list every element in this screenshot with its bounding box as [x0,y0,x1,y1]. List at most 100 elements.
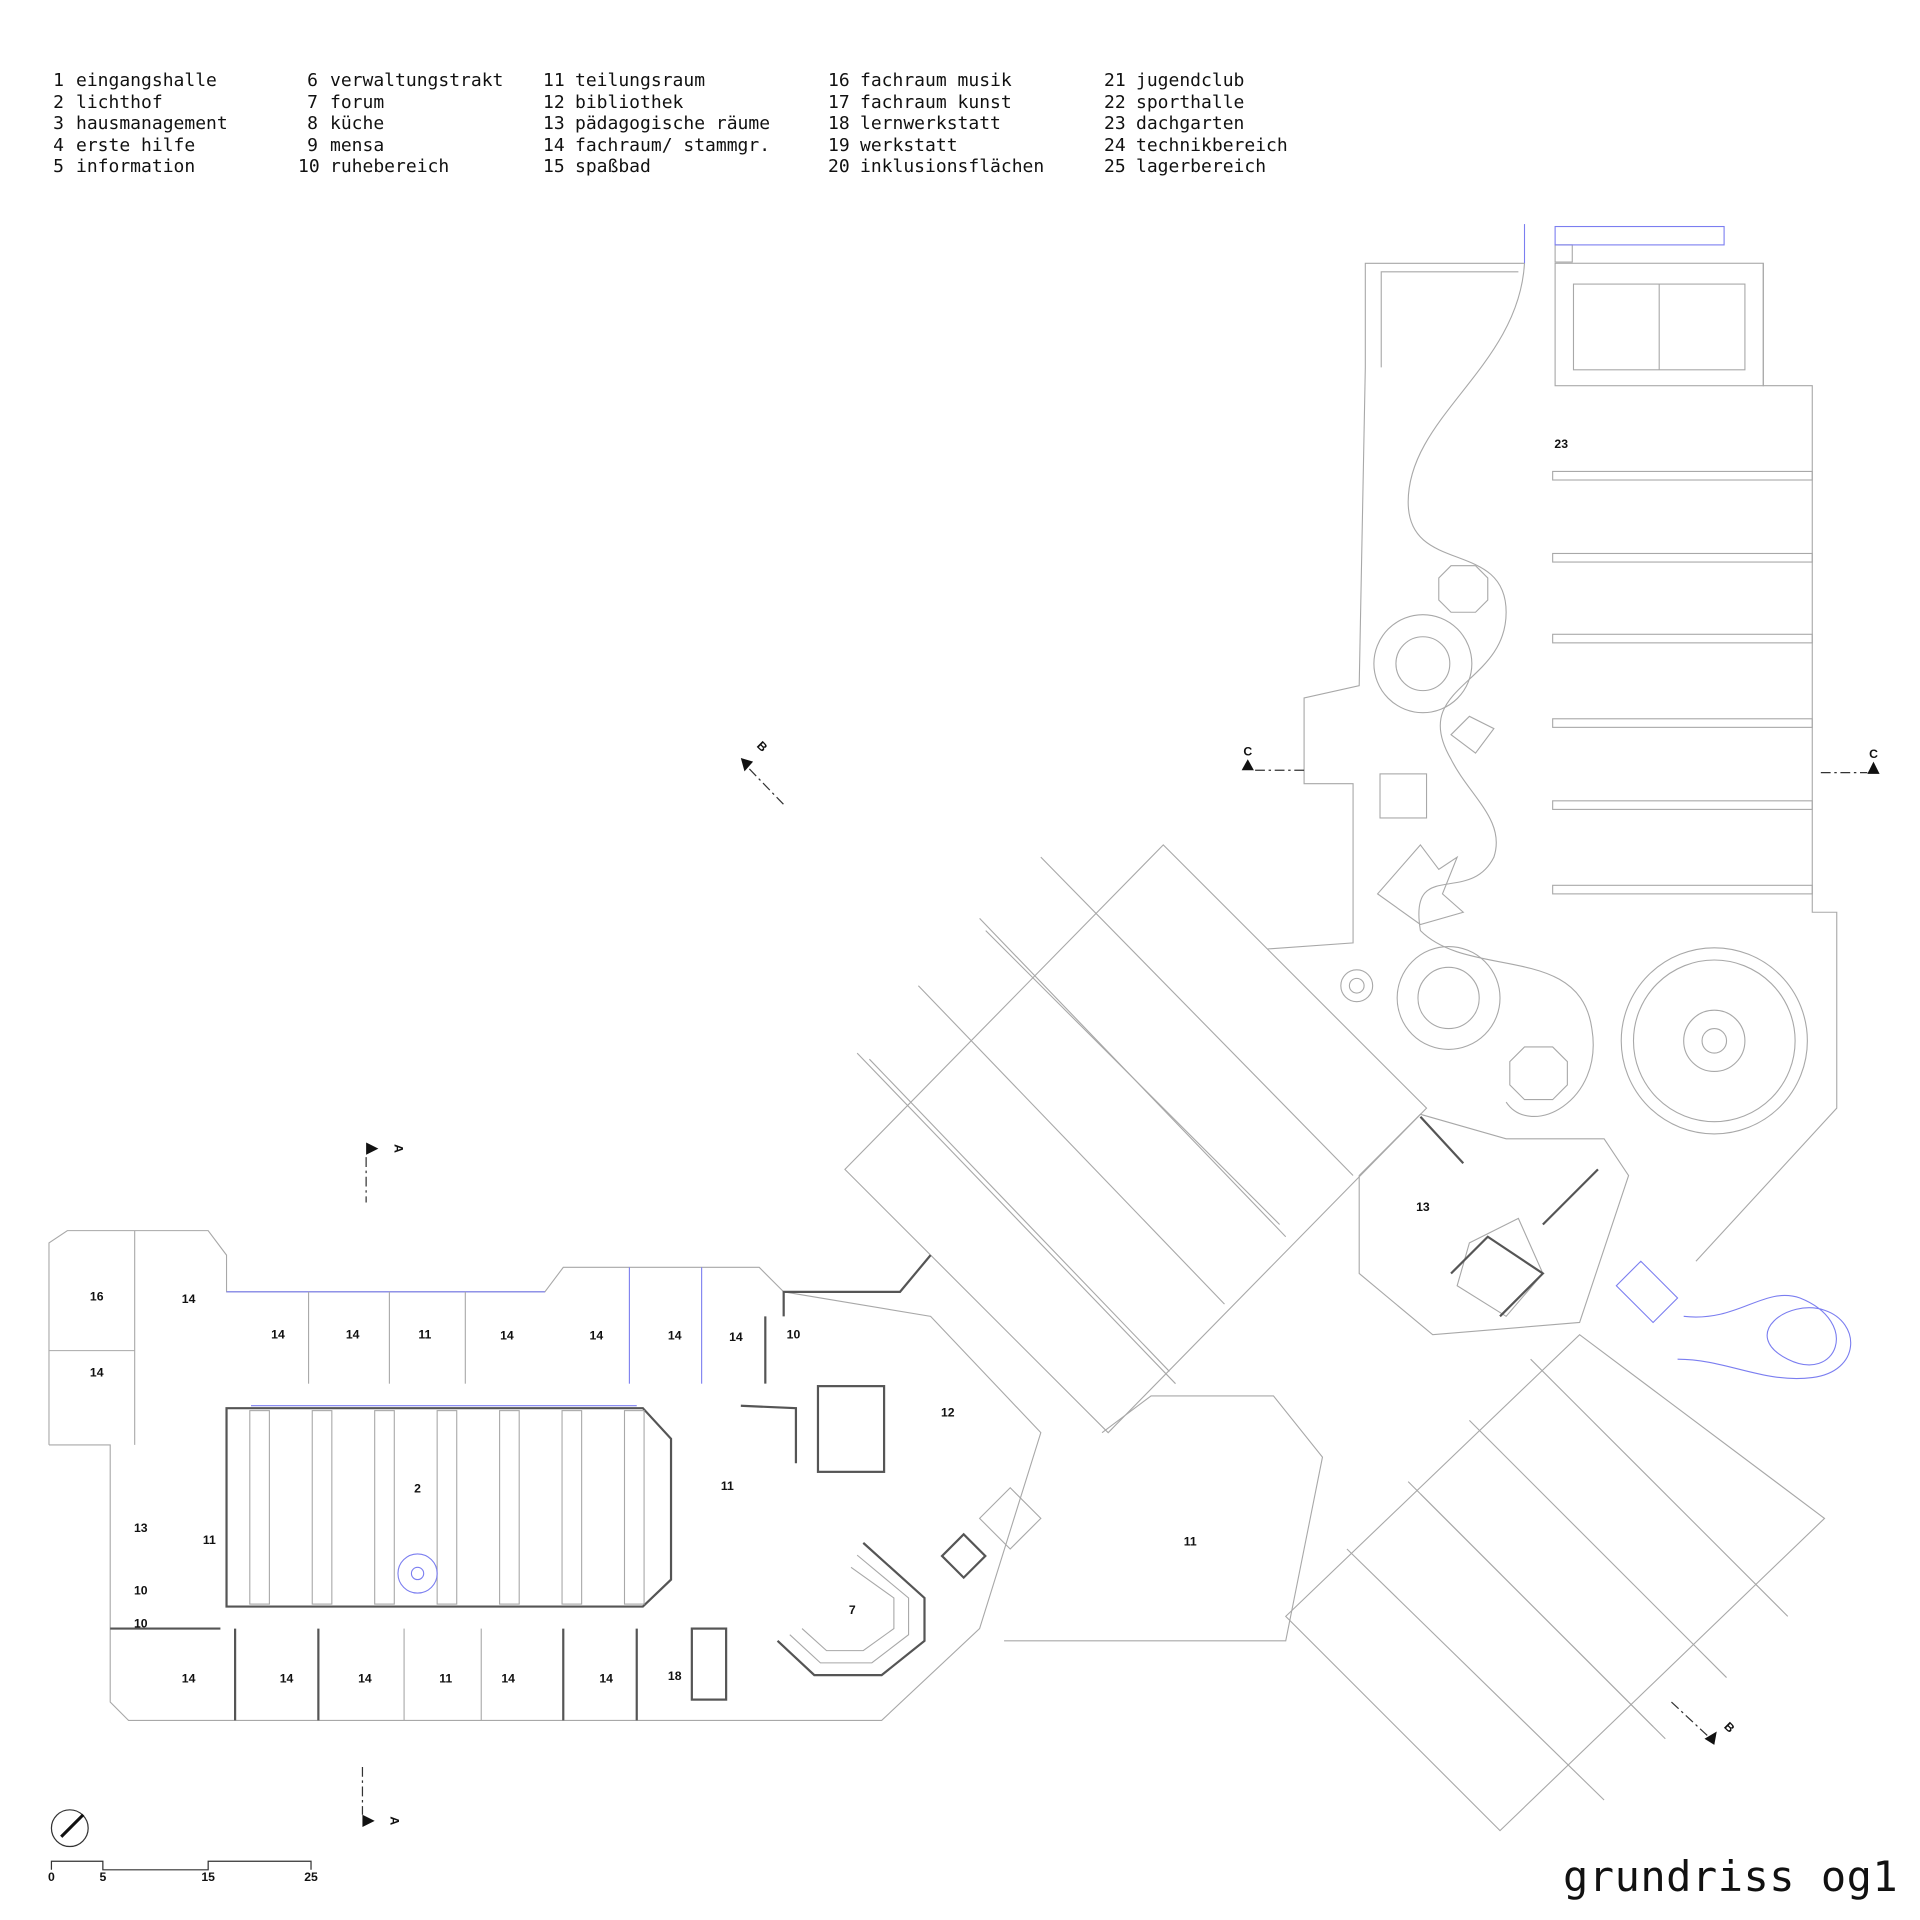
room-label: 14 [668,1329,682,1343]
legend-label: erste hilfe [76,134,196,156]
legend-label: teilungsraum [575,70,706,91]
svg-text:B: B [1721,1719,1737,1735]
svg-text:5: 5 [99,1870,106,1884]
svg-text:A: A [388,1816,402,1825]
stair-core [940,1486,1042,1580]
svg-text:15: 15 [201,1870,215,1884]
legend-label: lichthof [76,91,163,113]
room-label: 10 [134,1583,148,1597]
legend-label: fachraum/ stammgr. [575,134,771,156]
legend-label: pädagogische räume [575,113,771,135]
room-label: 16 [90,1289,104,1303]
section-markers: A A B B C C [361,738,1880,1827]
legend-label: inklusionsflächen [860,156,1045,178]
room-label: 14 [182,1671,196,1685]
room-label: 14 [358,1671,372,1685]
svg-text:C: C [1869,747,1878,761]
legend-label: eingangshalle [76,70,217,91]
room-label: 23 [1554,437,1568,451]
legend-label: mensa [330,134,385,156]
room-label: 14 [501,1671,515,1685]
legend-label: fachraum kunst [860,91,1012,113]
room-label: 13 [1416,1200,1430,1214]
garden-beds [1552,470,1813,895]
dachgarten-wing [1267,224,1838,1262]
svg-text:B: B [754,738,770,754]
legend-label: forum [330,91,385,113]
room-label: 14 [271,1327,285,1341]
forum-seating [776,1542,926,1677]
legend-label: sporthalle [1136,91,1245,113]
legend-label: hausmanagement [76,113,228,135]
room-label: 14 [346,1327,360,1341]
legend-label: jugendclub [1136,70,1245,91]
svg-text:25: 25 [304,1870,318,1884]
drawing-title: grundriss og1 [1563,1852,1899,1901]
legend-label: bibliothek [575,91,684,113]
room-label: 7 [849,1603,856,1617]
north-arrow-icon [50,1809,89,1848]
svg-text:C: C [1243,745,1252,759]
room-label: 13 [134,1521,148,1535]
room-label: 14 [90,1365,104,1379]
room-label: 14 [590,1329,604,1343]
lichthof-atrium [225,1407,673,1608]
legend-label: fachraum musik [860,70,1012,91]
legend-label: ruhebereich [330,156,450,178]
room-label: 18 [668,1669,682,1683]
scale-bar: 0 5 15 25 [48,1860,318,1884]
room-label: 10 [134,1616,148,1630]
legend-label: technikbereich [1136,134,1288,156]
room-label: 14 [729,1330,743,1344]
main-building [48,1230,1324,1721]
svg-text:A: A [391,1144,405,1153]
room-label: 14 [182,1292,196,1306]
south-diagonal-wing [1284,1333,1826,1832]
legend-label: lagerbereich [1136,156,1267,178]
room-label: 11 [418,1327,431,1341]
room-label: 11 [439,1671,452,1685]
spiral-stair-icon [397,1553,438,1594]
north-diagonal-wing [844,844,1428,1434]
room-label: 11 [1184,1534,1197,1548]
room-label: 2 [414,1482,421,1496]
room-labels: 16 14 14 14 14 11 14 14 14 14 10 12 2 11… [90,437,1568,1685]
legend-label: werkstatt [860,134,958,156]
legend-label: verwaltungstrakt [330,70,504,91]
legend-label: spaßbad [575,156,651,178]
svg-text:0: 0 [48,1870,55,1884]
room-label: 14 [599,1671,613,1685]
central-hub [1358,1113,1852,1380]
room-label: 14 [280,1671,294,1685]
legend-label: lernwerkstatt [860,113,1001,135]
room-label: 11 [721,1479,734,1493]
